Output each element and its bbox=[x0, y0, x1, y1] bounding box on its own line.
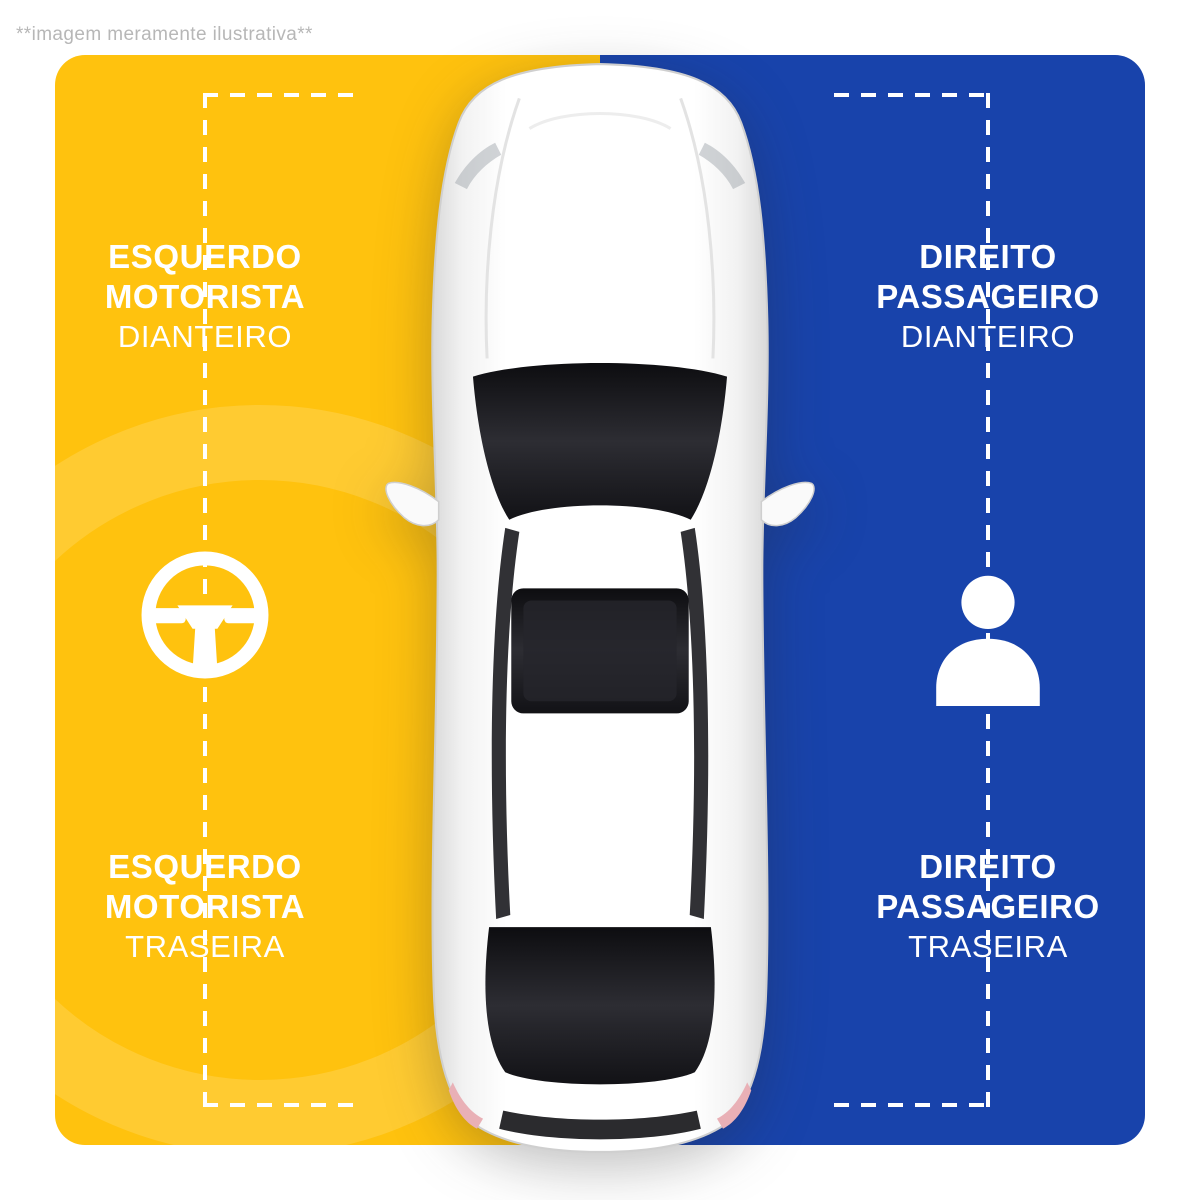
label-line: MOTORISTA bbox=[104, 888, 306, 925]
rear-window-glass bbox=[485, 927, 715, 1085]
label-line: TRASEIRA bbox=[908, 929, 1068, 964]
steering-wheel-icon bbox=[136, 546, 274, 684]
left-mirror bbox=[385, 481, 440, 527]
illustrative-image-note: **imagem meramente ilustrativa** bbox=[16, 24, 313, 45]
label-line: DIREITO bbox=[919, 238, 1057, 275]
label-rear-right: DIREITO PASSAGEIRO TRASEIRA bbox=[818, 847, 1158, 967]
label-rear-left: ESQUERDO MOTORISTA TRASEIRA bbox=[35, 847, 375, 967]
right-mirror bbox=[760, 481, 815, 527]
label-line: TRASEIRA bbox=[125, 929, 285, 964]
label-line: ESQUERDO bbox=[108, 238, 302, 275]
windshield-glass bbox=[472, 363, 728, 520]
label-line: MOTORISTA bbox=[104, 278, 306, 315]
label-line: ESQUERDO bbox=[108, 848, 302, 885]
label-front-right: DIREITO PASSAGEIRO DIANTEIRO bbox=[818, 237, 1158, 357]
label-front-left: ESQUERDO MOTORISTA DIANTEIRO bbox=[35, 237, 375, 357]
car-top-view bbox=[368, 56, 832, 1160]
label-line: PASSAGEIRO bbox=[876, 888, 1100, 925]
label-line: DIANTEIRO bbox=[900, 319, 1076, 354]
label-line: DIANTEIRO bbox=[117, 319, 293, 354]
label-line: DIREITO bbox=[919, 848, 1057, 885]
label-line: PASSAGEIRO bbox=[876, 278, 1100, 315]
passenger-person-icon bbox=[918, 566, 1058, 712]
